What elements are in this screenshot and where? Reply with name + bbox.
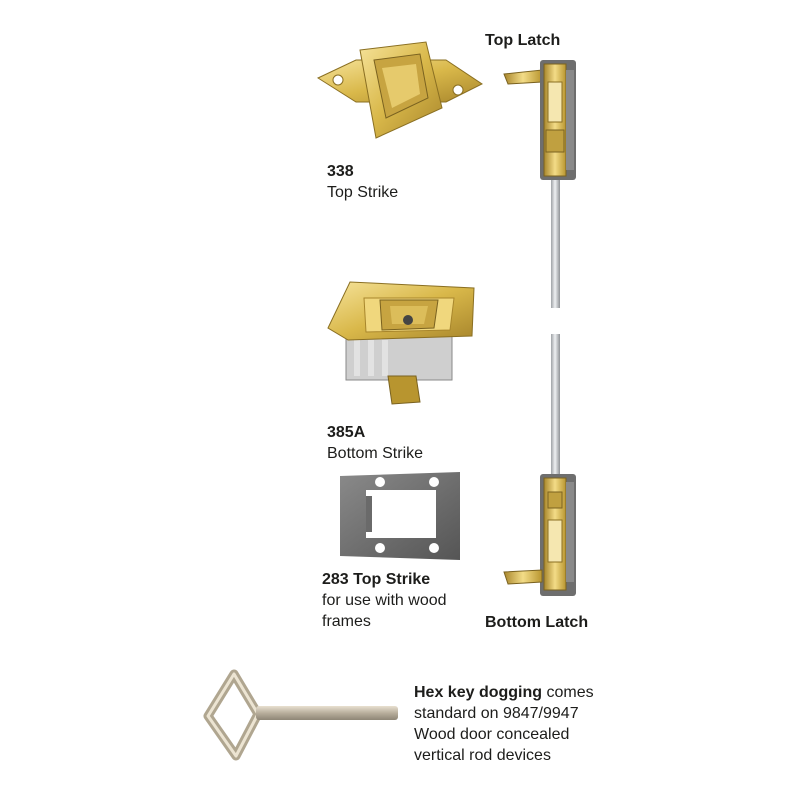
strike-283-line2: frames [322,613,371,630]
strike-338-code: 338 [327,163,354,180]
hex-key-line4: vertical rod devices [414,747,551,764]
vertical-rod-icon [551,170,560,500]
strike-283-icon [340,472,460,560]
strike-283-line1: for use with wood [322,592,447,609]
hex-key-description: Hex key dogging comes standard on 9847/9… [414,682,794,766]
top-latch-label: Top Latch [485,32,561,49]
hex-key-icon [203,669,398,761]
bottom-latch-icon [503,474,576,596]
hex-key-line2: standard on 9847/9947 [414,705,579,722]
strike-385a-code: 385A [327,424,366,441]
strike-385a-icon [327,281,475,405]
strike-283-title: 283 Top Strike [322,571,431,588]
hex-key-line3: Wood door concealed [414,726,570,743]
hex-key-rest: comes [542,684,594,701]
hex-key-bold: Hex key dogging [414,684,543,701]
strike-385a-name: Bottom Strike [327,445,424,462]
strike-338-name: Top Strike [327,184,399,201]
bottom-latch-label: Bottom Latch [485,614,589,631]
strike-338-icon [316,41,483,139]
top-latch-icon [503,60,576,180]
hex-key-line1: Hex key dogging comes [414,682,794,703]
